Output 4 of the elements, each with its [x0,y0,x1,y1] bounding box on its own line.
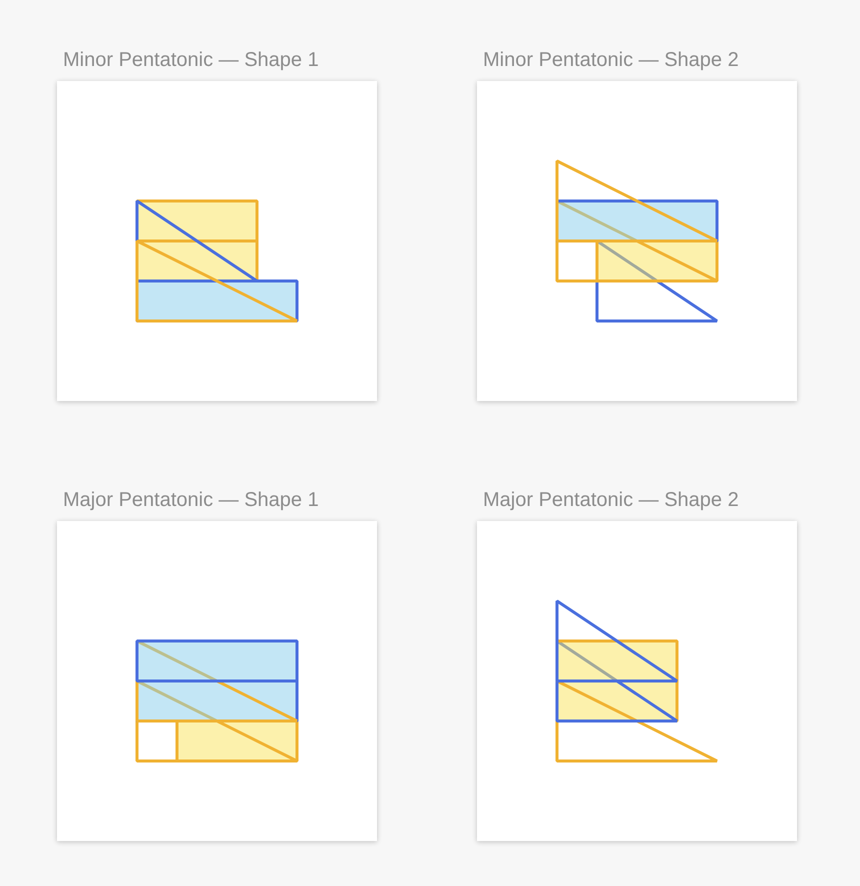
panel-title: Minor Pentatonic — Shape 1 [63,48,319,72]
panel-title: Major Pentatonic — Shape 1 [63,488,319,512]
panel-title: Minor Pentatonic — Shape 2 [483,48,739,72]
panel-title: Major Pentatonic — Shape 2 [483,488,739,512]
